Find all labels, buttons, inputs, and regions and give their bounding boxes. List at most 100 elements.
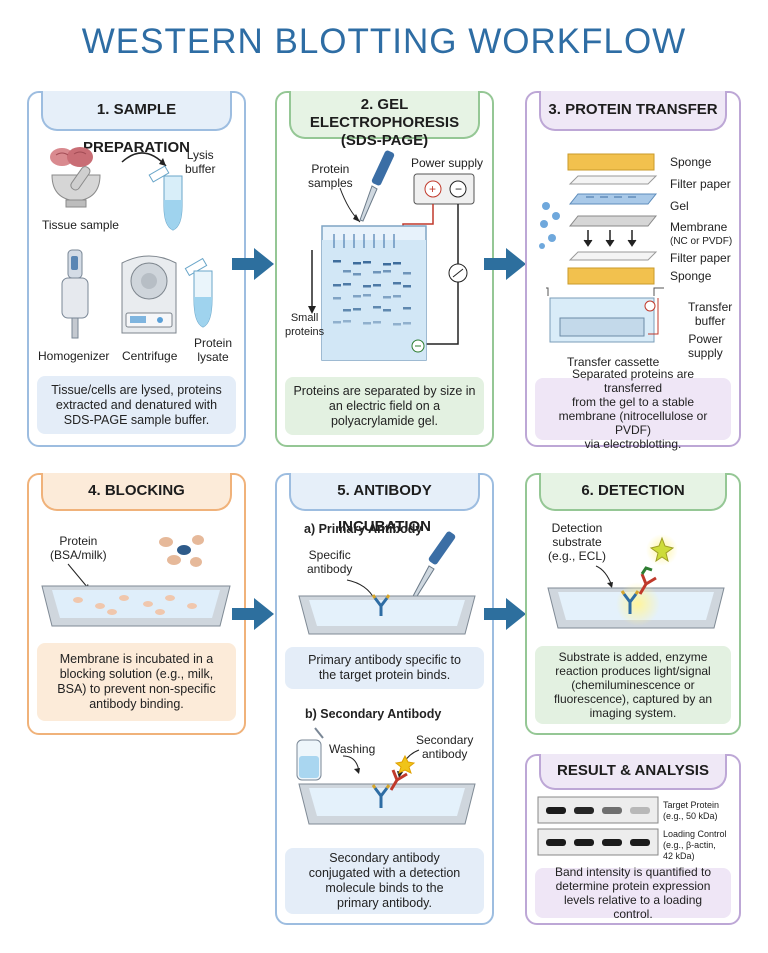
detection-tray-diagram <box>547 534 725 629</box>
wash-bottle-icon <box>296 727 324 781</box>
membrane-label: Membrane(NC or PVDF) <box>670 220 733 248</box>
gel-band <box>343 283 351 286</box>
page-title: WESTERN BLOTTING WORKFLOW <box>81 22 687 61</box>
centrifuge-icon <box>121 255 177 334</box>
secondary-antibody-icon <box>389 769 408 791</box>
sponge-icon <box>567 153 655 171</box>
light-signal-icon <box>649 536 675 563</box>
gel-band <box>373 321 381 324</box>
arrow-right-icon <box>232 248 274 280</box>
gel-band <box>343 270 351 273</box>
loading-band <box>546 839 566 846</box>
transfer-cassette-label: Transfer cassette <box>567 355 660 369</box>
target-band <box>602 807 622 814</box>
sponge-icon <box>567 267 655 285</box>
gel-band <box>363 294 371 297</box>
filter-paper-label: Filter paper <box>670 177 731 191</box>
gel-band <box>393 282 401 285</box>
secondary-antibody-icon <box>638 566 657 595</box>
loading-band <box>602 839 622 846</box>
antibody-icon <box>371 784 391 808</box>
gel-band <box>343 309 351 312</box>
curved-arrow-icon <box>121 152 167 167</box>
panel-title: 2. GEL ELECTROPHORESIS(SDS-PAGE) <box>289 91 480 149</box>
svg-text:−: − <box>455 182 462 196</box>
gel-band <box>373 284 381 287</box>
gel-band <box>393 262 401 265</box>
antibody-icon <box>620 590 640 614</box>
panel-title: 4. BLOCKING <box>41 473 232 511</box>
gel-band <box>343 320 351 323</box>
gel-band <box>363 261 371 264</box>
gel-band <box>353 308 361 311</box>
primary-tray-diagram <box>298 531 476 635</box>
panel-title: 1. SAMPLE PREPARATION <box>41 91 232 156</box>
homogenizer-label: Homogenizer <box>38 349 110 363</box>
svg-text:+: + <box>429 182 436 196</box>
panel-title: 5. ANTIBODY INCUBATION <box>289 473 480 535</box>
gel-band <box>333 284 341 287</box>
target-protein-label: Target Protein(e.g., 50 kDa) <box>663 800 720 821</box>
centrifuge-label: Centrifuge <box>122 349 178 363</box>
mortar-icon <box>51 166 101 208</box>
gel-band <box>363 285 371 288</box>
power-supply-icon: + − <box>413 173 475 205</box>
arrow-right-icon <box>484 598 526 630</box>
gel-label: Gel <box>670 199 689 213</box>
gel-band <box>403 272 411 275</box>
target-band <box>630 807 650 814</box>
gel-band <box>353 262 361 265</box>
arrow-right-icon <box>232 598 274 630</box>
arrow-right-icon <box>484 248 526 280</box>
washing-label: Washing <box>329 742 376 756</box>
panel-title: 3. PROTEIN TRANSFER <box>539 91 727 131</box>
gel-band <box>383 296 391 299</box>
panel-title: RESULT & ANALYSIS <box>539 754 727 790</box>
tube-icon <box>148 165 183 231</box>
transfer-stack-diagram <box>539 153 664 343</box>
lysate-tube-icon <box>184 257 213 328</box>
gel-tank-diagram: + − <box>308 150 475 361</box>
enzyme-star-icon <box>394 754 416 774</box>
gel-band <box>333 297 341 300</box>
loading-band <box>574 839 594 846</box>
homogenizer-icon <box>61 249 89 339</box>
gel-band <box>403 322 411 325</box>
protein-bsa-label: Protein(BSA/milk) <box>50 534 107 562</box>
gel-band <box>393 295 401 298</box>
panel-title: 6. DETECTION <box>539 473 727 511</box>
gel-band <box>383 270 391 273</box>
secondary-antibody-heading: b) Secondary Antibody <box>305 707 442 721</box>
tray-icon <box>298 783 476 825</box>
loading-band <box>630 839 650 846</box>
gel-band <box>333 321 341 324</box>
blot-result-image <box>537 796 659 856</box>
target-band <box>546 807 566 814</box>
secondary-tray-diagram <box>296 727 476 825</box>
target-band <box>574 807 594 814</box>
pipette-icon <box>410 531 456 602</box>
gel-band <box>363 322 371 325</box>
sponge-label: Sponge <box>670 155 712 169</box>
gel-band <box>373 306 381 309</box>
antibody-icon <box>371 594 391 616</box>
gel-bands <box>333 260 411 326</box>
pipette-icon <box>359 150 395 222</box>
gel-band <box>353 295 361 298</box>
gel-band <box>333 260 341 263</box>
